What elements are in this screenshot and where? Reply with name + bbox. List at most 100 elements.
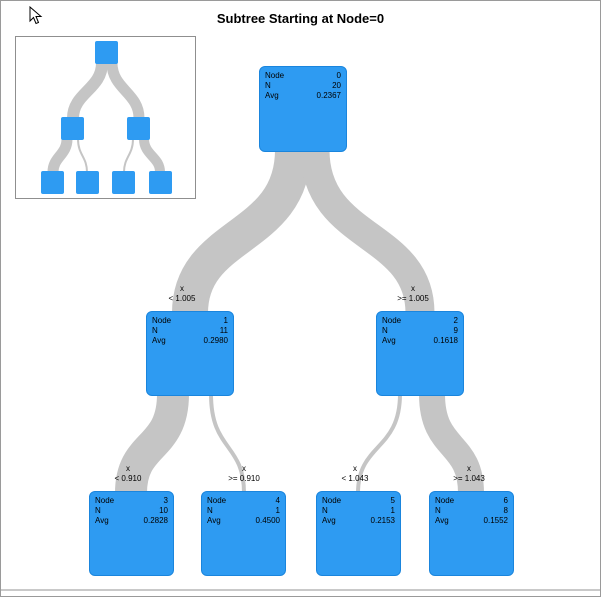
node-field-value: 20 [332,81,341,90]
node-field-label: Node [207,496,227,505]
node-field-label: N [152,326,158,335]
node-field-value: 0.2153 [370,516,395,525]
window-bottom-edge [1,589,600,591]
overview-node-leaf4 [149,171,172,194]
node-field-label: Avg [322,516,336,525]
node-field-label: N [95,506,101,515]
overview-node-leaf1 [41,171,64,194]
node-field-value: 1 [275,506,280,515]
node-field-label: Avg [152,336,166,345]
branch-condition: < 1.005 [168,294,196,303]
overview-node-root [95,41,118,64]
overview-link [77,138,88,173]
node-field-label: N [435,506,441,515]
branch-variable: x [411,284,415,293]
mouse-cursor-icon [29,6,43,25]
node-field-label: N [207,506,213,515]
tree-node-1[interactable]: Node 1 N 11 Avg 0.2980 [146,311,234,396]
node-field-value: 0.2980 [203,336,228,345]
node-row: Avg 0.2980 [152,336,228,346]
overview-link [47,138,73,173]
node-row: Avg 0.4500 [207,516,280,526]
node-field-label: Node [382,316,402,325]
node-row: Avg 0.1552 [435,516,508,526]
overview-link [123,138,134,173]
branch-condition: >= 0.910 [228,474,260,483]
node-row: N 10 [95,506,168,516]
node-row: Avg 0.1618 [382,336,458,346]
node-row: N 11 [152,326,228,336]
node-field-label: Node [152,316,172,325]
node-field-label: Avg [207,516,221,525]
node-field-value: 10 [159,506,168,515]
branch-condition: >= 1.043 [453,474,485,483]
overview-node-leaf2 [76,171,99,194]
branch-label: x >= 0.910 [228,464,260,484]
node-row: Node 6 [435,496,508,506]
branch-label: x >= 1.043 [453,464,485,484]
node-row: Node 0 [265,71,341,81]
node-field-value: 0.4500 [255,516,280,525]
node-field-value: 8 [503,506,508,515]
node-row: N 20 [265,81,341,91]
node-row: Avg 0.2153 [322,516,395,526]
node-field-label: Node [95,496,115,505]
branch-variable: x [352,464,357,473]
node-row: Node 1 [152,316,228,326]
node-field-label: N [382,326,388,335]
node-field-value: 4 [275,496,280,505]
node-field-value: 0 [336,71,341,80]
branch-variable: x [467,464,471,473]
node-field-value: 0.2828 [143,516,168,525]
branch-condition: >= 1.005 [397,294,429,303]
overview-panel[interactable] [15,36,196,199]
node-field-value: 11 [219,326,228,335]
overview-node-left [61,117,84,140]
node-row: Node 4 [207,496,280,506]
node-row: Node 5 [322,496,395,506]
branch-label: x < 1.043 [342,464,369,484]
node-field-label: N [322,506,328,515]
node-field-label: Node [435,496,455,505]
node-field-value: 0.1618 [433,336,458,345]
node-field-label: N [265,81,271,90]
node-field-label: Avg [382,336,396,345]
node-field-value: 2 [453,316,458,325]
node-row: Node 2 [382,316,458,326]
node-field-value: 9 [453,326,458,335]
overview-link [106,62,145,119]
node-field-value: 0.1552 [483,516,508,525]
branch-variable: x [179,284,184,293]
overview-links [47,62,165,173]
branch-variable: x [242,464,246,473]
link-node0-node1 [172,149,311,315]
branch-label: x < 1.005 [169,284,196,304]
node-field-value: 6 [503,496,508,505]
branch-variable: x [125,464,130,473]
overview-link [67,62,108,119]
node-field-label: Node [322,496,342,505]
node-field-label: Node [265,71,285,80]
node-field-value: 1 [223,316,228,325]
branch-label: x >= 1.005 [397,284,429,304]
node-field-value: 5 [390,496,395,505]
node-field-label: Avg [435,516,449,525]
node-field-value: 1 [390,506,395,515]
overview-node-right [127,117,150,140]
branch-label: x < 0.910 [115,464,142,484]
branch-condition: < 1.043 [341,474,369,483]
